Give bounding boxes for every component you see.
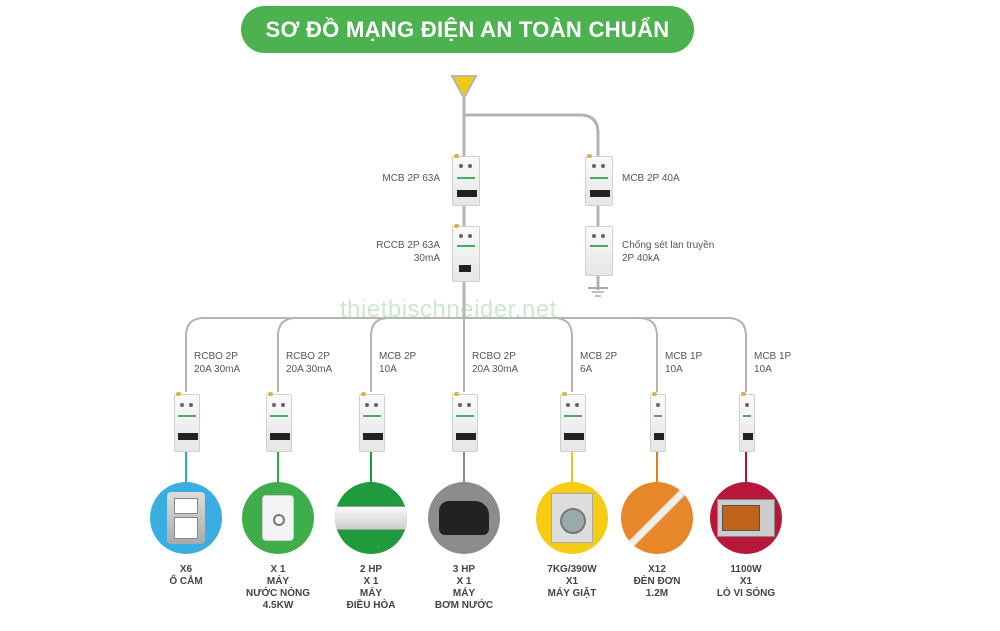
surge-mcb-label: MCB 2P 40A: [622, 173, 680, 184]
bus-wire-1: [185, 317, 464, 392]
main-rccb-breaker: [452, 224, 480, 282]
water-heater-icon: [262, 495, 294, 541]
circuit-breaker: [650, 392, 666, 452]
air-conditioner-icon: [335, 506, 407, 530]
bus-wire-3: [370, 317, 464, 392]
washing-machine-icon: [551, 493, 593, 543]
appliance-circle: [428, 482, 500, 554]
circuit-breaker: [359, 392, 385, 452]
ground-icon: [588, 282, 608, 297]
appliance-circle: [150, 482, 222, 554]
appliance-circle: [621, 482, 693, 554]
circuit-breaker: [560, 392, 586, 452]
circuit-breaker: [266, 392, 292, 452]
bus-wire-2: [277, 317, 464, 392]
fluorescent-lamp-icon: [621, 485, 693, 551]
protection-branch-wire: [464, 113, 600, 290]
main-mcb-breaker: [452, 154, 480, 206]
appliance-circle: [536, 482, 608, 554]
main-rccb-label: RCCB 2P 63A 30mA: [376, 240, 440, 264]
main-mcb-label: MCB 2P 63A: [382, 173, 440, 184]
water-pump-icon: [439, 501, 489, 535]
microwave-icon: [717, 499, 775, 537]
circuit-breaker: [174, 392, 200, 452]
circuit-breaker: [452, 392, 478, 452]
surge-protector-label: Chống sét lan truyền 2P 40kA: [622, 240, 715, 264]
circuit-breaker: [739, 392, 755, 452]
appliance-circle: [710, 482, 782, 554]
appliance-circle: [242, 482, 314, 554]
power-outlet-icon: [167, 492, 205, 544]
distribution-bus: [185, 317, 747, 392]
bus-wire-7: [464, 317, 747, 392]
surge-mcb-breaker: [585, 154, 613, 206]
surge-protector: [585, 226, 613, 276]
power-source-triangle-icon: [450, 75, 478, 101]
watermark: thietbischneider.net: [340, 296, 557, 323]
appliance-circle: [335, 482, 407, 554]
diagram-title: SƠ ĐỒ MẠNG ĐIỆN AN TOÀN CHUẨN: [241, 6, 694, 53]
